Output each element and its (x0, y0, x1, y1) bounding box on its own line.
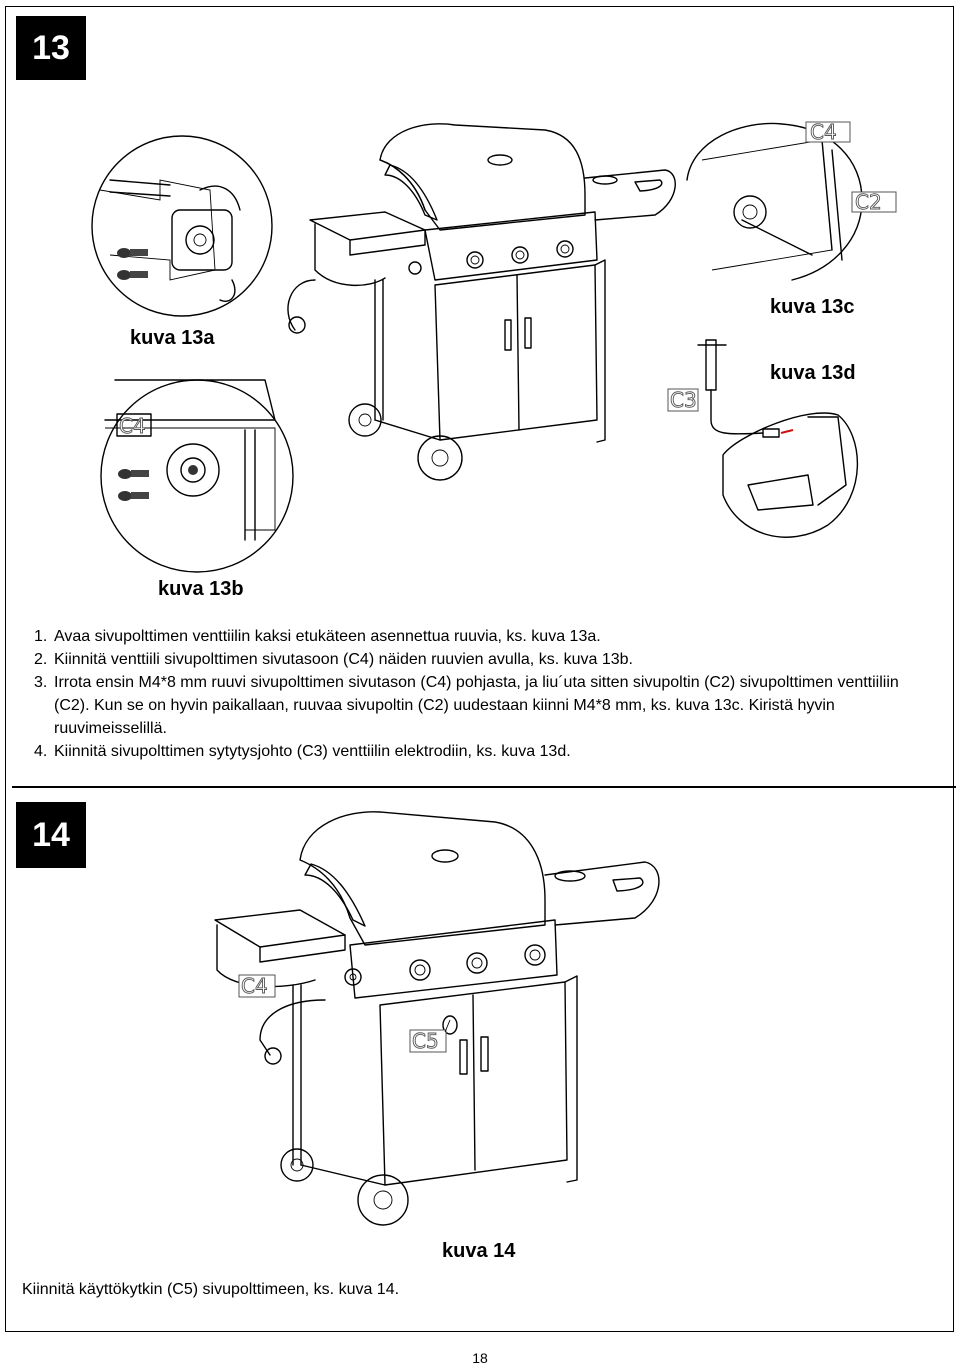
screw-icon (118, 491, 149, 501)
step-13-number: 13 (32, 28, 70, 67)
instruction-number: 1. (34, 628, 48, 645)
step-13-instructions: 1. Avaa sivupolttimen venttiilin kaksi e… (34, 625, 934, 763)
instruction-text: Irrota ensin M4*8 mm ruuvi sivupolttimen… (54, 674, 899, 737)
page-number: 18 (472, 1350, 488, 1366)
instruction-item: 3. Irrota ensin M4*8 mm ruuvi sivupoltti… (34, 671, 934, 740)
figure-13c-caption: kuva 13c (770, 296, 855, 318)
instruction-number: 3. (34, 674, 48, 691)
figure-13b-detail: C4 (100, 379, 294, 573)
instruction-number: 4. (34, 743, 48, 760)
instruction-item: 4. Kiinnitä sivupolttimen sytytysjohto (… (34, 740, 934, 763)
grill-illustration-13 (287, 123, 676, 481)
figure-13d-detail: C3 (667, 339, 859, 538)
step-14-number: 14 (32, 815, 70, 854)
screw-icon (117, 248, 148, 258)
page-frame (5, 6, 954, 1332)
part-label-c5: C5 (412, 1029, 439, 1053)
figure-13a-detail (91, 135, 273, 317)
grill-illustration-14: C4 C5 (214, 811, 660, 1226)
figure-13b-caption: kuva 13b (158, 578, 244, 600)
figure-13c-detail: C4 C2 (686, 120, 897, 281)
figure-13a-caption: kuva 13a (130, 327, 215, 349)
part-label-c4: C4 (810, 120, 837, 144)
instruction-text: Avaa sivupolttimen venttiilin kaksi etuk… (54, 628, 601, 645)
instruction-item: 2. Kiinnitä venttiili sivupolttimen sivu… (34, 648, 934, 671)
step-14-badge: 14 (16, 802, 86, 868)
figure-14-caption: kuva 14 (442, 1240, 516, 1262)
part-label-c3: C3 (670, 388, 697, 412)
part-label-c4: C4 (241, 974, 268, 998)
instruction-text: Kiinnitä venttiili sivupolttimen sivutas… (54, 651, 633, 668)
step-14-instruction: Kiinnitä käyttökytkin (C5) sivupolttimee… (22, 1281, 400, 1298)
screw-icon (117, 270, 148, 280)
instruction-item: 1. Avaa sivupolttimen venttiilin kaksi e… (34, 625, 934, 648)
instruction-number: 2. (34, 651, 48, 668)
part-label-c2: C2 (855, 190, 882, 214)
screw-icon (118, 469, 149, 479)
part-label-c4: C4 (119, 414, 146, 438)
figure-13d-caption: kuva 13d (770, 362, 856, 384)
section-divider (12, 786, 956, 788)
step-13-badge: 13 (16, 16, 86, 80)
instruction-text: Kiinnitä sivupolttimen sytytysjohto (C3)… (54, 743, 571, 760)
